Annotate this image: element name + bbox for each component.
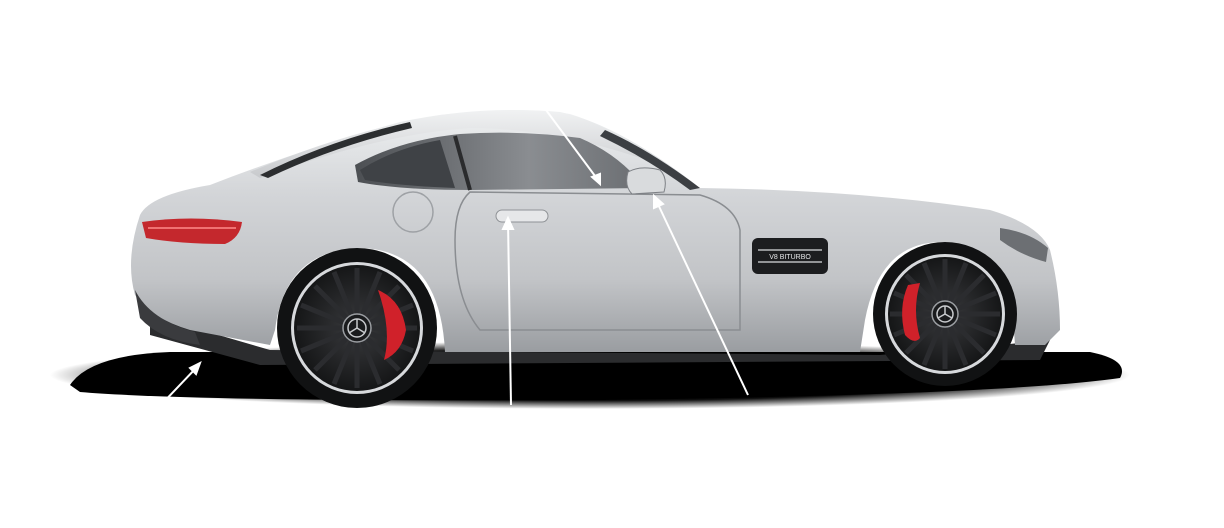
door-outline bbox=[454, 191, 741, 331]
rear-wheel bbox=[277, 248, 437, 408]
front-wheel bbox=[873, 242, 1017, 386]
rear-diffuser bbox=[135, 290, 200, 345]
b-pillar bbox=[453, 135, 472, 191]
fuel-cap bbox=[392, 191, 434, 233]
windshield bbox=[600, 130, 700, 190]
fender-vent bbox=[752, 238, 828, 274]
annotation-line-rear-diffuser bbox=[157, 366, 198, 409]
fender-badge: V8 BITURBO bbox=[769, 254, 811, 261]
three-pointed-star-icon bbox=[936, 305, 954, 323]
annotation-lines bbox=[157, 109, 749, 409]
arrowhead-icon bbox=[590, 172, 601, 187]
arrowhead-icon bbox=[653, 193, 665, 210]
side-mirror bbox=[626, 167, 666, 195]
annotation-line-window bbox=[545, 109, 599, 181]
door-handle bbox=[495, 209, 549, 223]
headlight bbox=[1000, 228, 1048, 262]
rear-roof-strip bbox=[260, 122, 412, 178]
rear-quarter-glass bbox=[360, 140, 455, 188]
roof-highlight bbox=[250, 110, 660, 178]
brake-caliper-front bbox=[902, 283, 920, 341]
arrowhead-icon bbox=[501, 215, 515, 230]
three-pointed-star-icon bbox=[347, 318, 367, 338]
taillight bbox=[142, 218, 242, 244]
annotation-line-mirror bbox=[655, 199, 749, 396]
annotation-line-door-handle bbox=[507, 221, 512, 406]
brake-caliper-rear bbox=[378, 290, 406, 360]
arrowhead-icon bbox=[188, 360, 202, 376]
